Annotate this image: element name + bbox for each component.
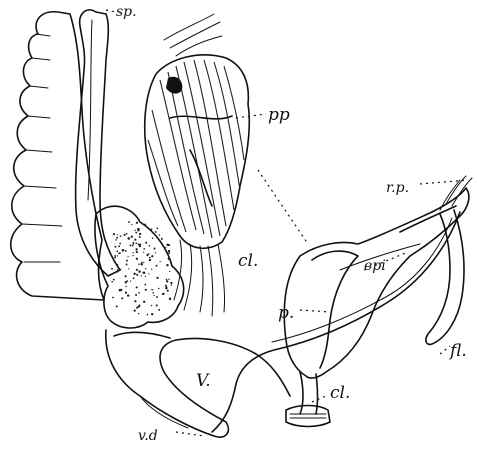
pp-hatching: [148, 60, 244, 238]
flagellum: [426, 210, 464, 344]
label-fl: fl.: [448, 341, 467, 361]
upper-strand: [164, 14, 222, 56]
label-cl-upper: cl.: [238, 251, 258, 271]
sp-structure: [76, 10, 120, 276]
cl-base: [286, 406, 330, 427]
label-epi: epi: [364, 258, 386, 274]
label-p: p.: [278, 303, 294, 323]
stippled-gland: [95, 206, 184, 328]
label-pp: pp: [268, 105, 290, 125]
label-vd: v.d: [138, 428, 158, 444]
stipple-dots: [111, 221, 173, 315]
label-sp: sp.: [116, 4, 137, 20]
label-cl-lower: cl.: [330, 383, 350, 403]
label-rp: r.p.: [386, 180, 409, 196]
label-v: V.: [196, 371, 211, 391]
